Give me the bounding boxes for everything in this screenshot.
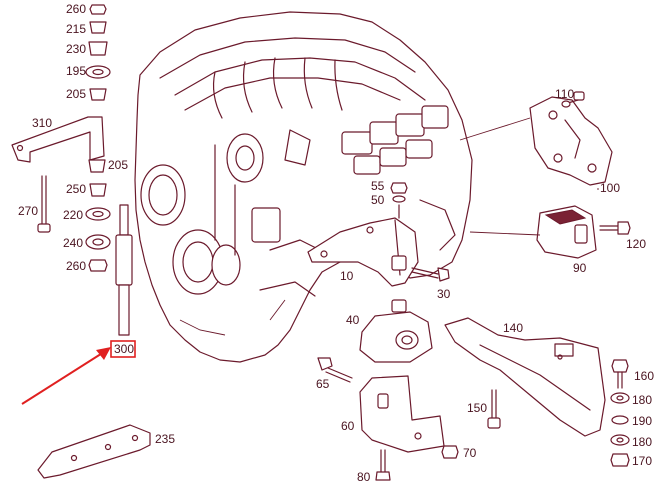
callout-65: 65 (316, 377, 330, 391)
bracket-100 (529, 91, 613, 186)
callout-205-lower: 205 (108, 158, 128, 172)
callout-260-top: 260 (66, 2, 86, 16)
mount-40 (359, 299, 433, 363)
callout-195: 195 (66, 64, 86, 78)
callout-270: 270 (18, 204, 38, 218)
callout-190: 190 (632, 414, 652, 428)
red-pointer-arrow (21, 347, 111, 405)
callout-180-lower: 180 (632, 435, 652, 449)
callout-90: 90 (573, 261, 587, 275)
callout-70: 70 (463, 446, 477, 460)
right-fastener-stack (610, 359, 630, 467)
callout-labels: 260 215 230 195 205 310 205 250 270 220 … (18, 2, 654, 484)
callout-250: 250 (66, 182, 86, 196)
callout-220: 220 (63, 208, 83, 222)
callout-60: 60 (341, 419, 355, 433)
callout-310: 310 (32, 116, 52, 130)
callout-230: 230 (66, 42, 86, 56)
callout-55: 55 (371, 179, 385, 193)
callout-205-top: 205 (66, 87, 86, 101)
callout-150: 150 (467, 401, 487, 415)
callout-300: 300 (114, 342, 134, 356)
callout-40: 40 (346, 313, 360, 327)
callout-110: 110 (555, 87, 574, 101)
highlight-box (110, 340, 136, 358)
callout-80: 80 (357, 470, 371, 484)
mount-90 (536, 205, 631, 259)
callout-215: 215 (66, 22, 86, 36)
callout-235: 235 (155, 432, 175, 446)
engine-block (134, 11, 473, 363)
callout-30: 30 (437, 287, 451, 301)
callout-160: 160 (634, 369, 654, 383)
callout-240: 240 (63, 236, 83, 250)
left-mount-stack (11, 4, 133, 336)
bracket-235 (37, 424, 151, 479)
callout-50: 50 (371, 193, 385, 207)
callout-260-lower: 260 (66, 259, 86, 273)
bracket-10 (307, 182, 450, 287)
callout-120: 120 (626, 237, 646, 251)
callout-10: 10 (340, 269, 354, 283)
callout-180-upper: 180 (632, 393, 652, 407)
callout-100: 100 (600, 181, 620, 195)
callout-170: 170 (632, 454, 652, 468)
crossmember-140 (444, 317, 606, 437)
bracket-60 (317, 357, 459, 481)
callout-140: 140 (503, 321, 523, 335)
leader-lines (459, 117, 599, 236)
